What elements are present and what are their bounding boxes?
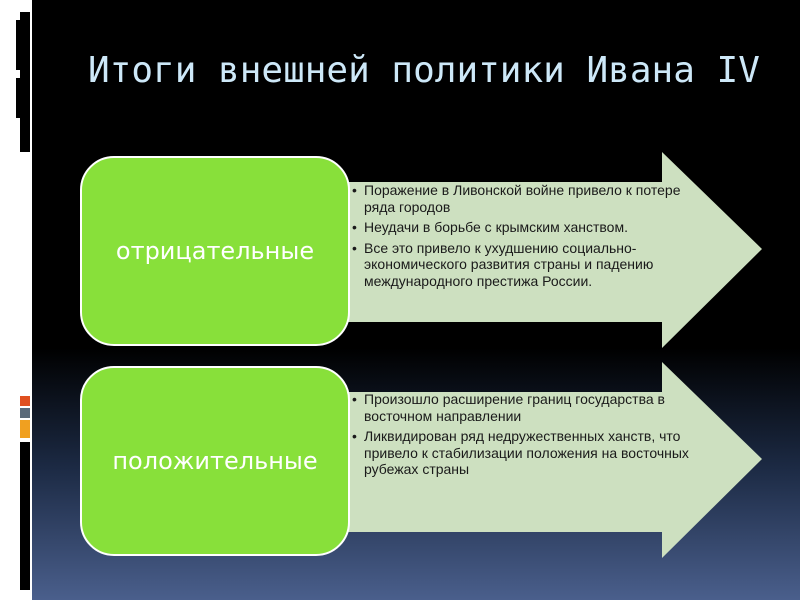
decor-square: [20, 385, 30, 393]
decor-block: [20, 12, 30, 152]
block-label-negative: отрицательные: [80, 156, 350, 346]
list-item: Неудачи в борьбе с крымским ханством.: [352, 219, 692, 236]
decor-square: [20, 420, 30, 438]
decor-square: [20, 408, 30, 418]
slide-title: Итоги внешней политики Ивана IV: [88, 50, 760, 91]
decor-block: [16, 78, 22, 118]
list-item: Поражение в Ливонской войне привело к по…: [352, 182, 692, 215]
decor-square: [20, 396, 30, 406]
list-item: Произошло расширение границ государства …: [352, 391, 692, 424]
decor-block: [16, 20, 22, 70]
decor-square: [20, 442, 30, 590]
negative-list: Поражение в Ливонской войне привело к по…: [352, 182, 692, 293]
list-item: Ликвидирован ряд недружественных ханств,…: [352, 428, 692, 478]
list-item: Все это привело к ухудшению социально-эк…: [352, 240, 692, 290]
positive-list: Произошло расширение границ государства …: [352, 391, 692, 482]
block-label-positive: положительные: [80, 366, 350, 556]
